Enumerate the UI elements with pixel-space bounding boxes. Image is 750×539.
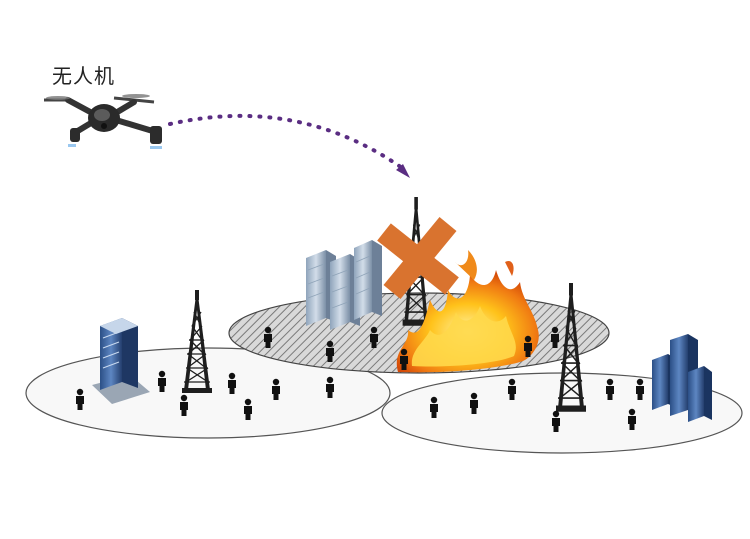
left-building-icon (92, 318, 150, 404)
right-buildings-icon (652, 334, 712, 422)
failed-tower-x-icon (377, 217, 459, 299)
flight-path-arrow-icon (396, 164, 410, 178)
flight-path (168, 114, 407, 172)
center-buildings-icon (306, 240, 382, 330)
drone-icon (44, 94, 162, 149)
fire-icon (396, 250, 539, 373)
drone-label: 无人机 (52, 64, 115, 88)
